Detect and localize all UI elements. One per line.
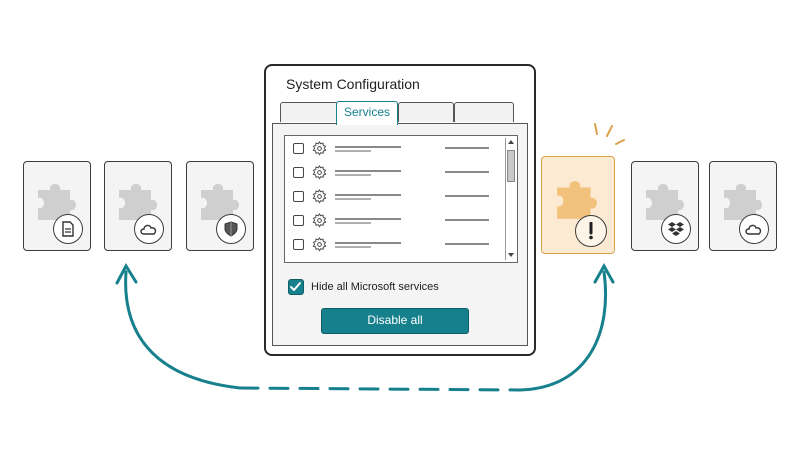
scroll-up-icon[interactable] xyxy=(508,140,514,144)
gear-icon xyxy=(312,189,327,204)
tab-startup[interactable] xyxy=(398,102,454,122)
tab-services[interactable]: Services xyxy=(336,101,398,125)
service-checkbox[interactable] xyxy=(293,167,304,178)
puzzle-icon xyxy=(646,184,684,220)
scroll-thumb[interactable] xyxy=(507,150,515,182)
plugin-card-dropbox[interactable] xyxy=(631,161,699,251)
gear-icon xyxy=(312,213,327,228)
services-list xyxy=(284,135,518,263)
hide-microsoft-label: Hide all Microsoft services xyxy=(311,281,439,293)
plugin-card-document[interactable] xyxy=(23,161,91,251)
service-row[interactable] xyxy=(285,186,505,210)
document-icon xyxy=(53,214,83,244)
service-row[interactable] xyxy=(285,210,505,234)
puzzle-icon xyxy=(557,181,597,219)
dialog-title: System Configuration xyxy=(286,76,420,92)
dropbox-icon xyxy=(661,214,691,244)
service-checkbox[interactable] xyxy=(293,239,304,250)
plugin-card-cloud[interactable] xyxy=(104,161,172,251)
alert-rays-icon xyxy=(594,123,625,145)
service-row[interactable] xyxy=(285,234,505,258)
disable-all-button[interactable]: Disable all xyxy=(321,308,469,334)
puzzle-icon xyxy=(724,184,762,220)
cloud-icon xyxy=(739,214,769,244)
shield-icon xyxy=(216,214,246,244)
service-checkbox[interactable] xyxy=(293,143,304,154)
warning-icon xyxy=(575,215,607,247)
system-configuration-dialog: System Configuration Services xyxy=(264,64,536,356)
tab-general[interactable] xyxy=(280,102,338,122)
plugin-card-shield[interactable] xyxy=(186,161,254,251)
service-checkbox[interactable] xyxy=(293,215,304,226)
plugin-card-warning[interactable] xyxy=(541,156,615,254)
service-row[interactable] xyxy=(285,138,505,162)
service-checkbox[interactable] xyxy=(293,191,304,202)
gear-icon xyxy=(312,141,327,156)
scroll-down-icon[interactable] xyxy=(508,253,514,257)
cloud-icon xyxy=(134,214,164,244)
puzzle-icon xyxy=(119,184,157,220)
checkmark-icon xyxy=(290,282,301,291)
services-tab-panel: Hide all Microsoft services Disable all xyxy=(272,123,528,346)
gear-icon xyxy=(312,237,327,252)
gear-icon xyxy=(312,165,327,180)
hide-microsoft-checkbox[interactable] xyxy=(288,279,304,295)
tab-tools[interactable] xyxy=(454,102,514,122)
puzzle-icon xyxy=(38,184,76,220)
puzzle-icon xyxy=(201,184,239,220)
plugin-card-cloud-2[interactable] xyxy=(709,161,777,251)
scrollbar[interactable] xyxy=(505,138,515,260)
service-row[interactable] xyxy=(285,162,505,186)
